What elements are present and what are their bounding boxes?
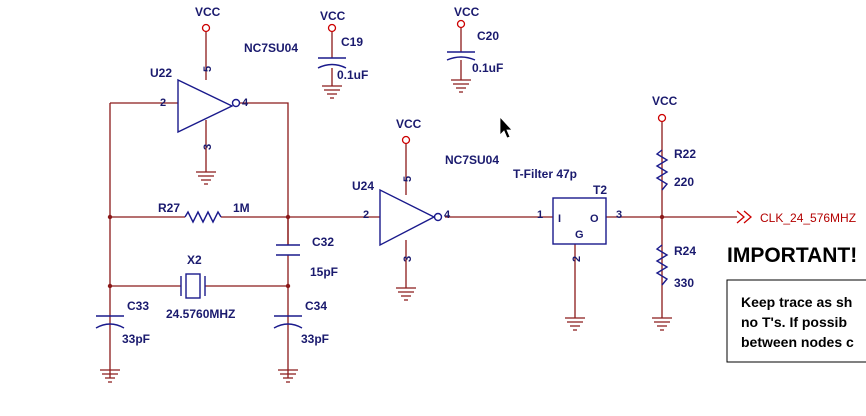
inverter-u22: [177, 78, 241, 134]
junction-dot: [107, 283, 113, 289]
u24-pin-in: 2: [363, 209, 369, 221]
junction-dot: [285, 283, 291, 289]
c34-value: 33pF: [301, 332, 329, 346]
c34-ref: C34: [305, 299, 327, 313]
capacitor-c34: [273, 315, 303, 329]
c32-ref: C32: [312, 235, 334, 249]
x2-ref: X2: [187, 253, 202, 267]
t2-pin2: 2: [571, 256, 583, 262]
crystal-x2: [180, 273, 206, 299]
ground-icon: [565, 317, 585, 331]
ground-icon: [278, 369, 298, 383]
t2-ref: T2: [593, 183, 607, 197]
note-line-2: no T's. If possib: [741, 314, 847, 330]
vcc-terminal: [401, 135, 411, 145]
vcc-label-c19: VCC: [320, 9, 346, 23]
net-clk-label: CLK_24_576MHZ: [760, 211, 856, 225]
r24-value: 330: [674, 276, 694, 290]
note-line-3: between nodes c: [741, 334, 854, 350]
vcc-label-u22: VCC: [195, 5, 221, 19]
u22-pin-in: 2: [160, 97, 166, 109]
x2-value: 24.5760MHZ: [166, 307, 235, 321]
r27-value: 1M: [233, 201, 250, 215]
u24-part: NC7SU04: [445, 153, 499, 167]
vcc-label-u24: VCC: [396, 117, 422, 131]
ground-icon: [652, 317, 672, 331]
ground-icon: [100, 369, 120, 383]
t2-label-out: O: [590, 213, 599, 225]
u22-part: NC7SU04: [244, 41, 298, 55]
c32-value: 15pF: [310, 265, 338, 279]
junctions: [107, 214, 665, 289]
c33-value: 33pF: [122, 332, 150, 346]
c19-value: 0.1uF: [337, 68, 368, 82]
junction-dot: [107, 214, 113, 220]
ground-symbols: [100, 79, 672, 383]
junction-dot: [285, 214, 291, 220]
r22-value: 220: [674, 175, 694, 189]
t2-label-in: I: [558, 213, 561, 225]
c20-ref: C20: [477, 29, 499, 43]
u24-pin-out: 4: [444, 209, 451, 221]
vcc-terminal: [657, 113, 667, 123]
u22-pin-vcc: 5: [202, 66, 214, 72]
resistor-r22: [655, 149, 669, 191]
resistor-r27: [184, 210, 222, 224]
capacitor-c19: [317, 57, 347, 69]
vcc-label-c20: VCC: [454, 5, 480, 19]
capacitor-c32: [276, 244, 300, 256]
r27-ref: R27: [158, 201, 180, 215]
u22-pin-out: 4: [242, 97, 249, 109]
capacitor-c33: [95, 315, 125, 329]
r24-ref: R24: [674, 244, 696, 258]
ground-icon: [196, 171, 216, 185]
capacitor-c20: [446, 51, 476, 61]
c20-value: 0.1uF: [472, 61, 503, 75]
u22-ref: U22: [150, 66, 172, 80]
mouse-cursor-icon: [499, 115, 513, 139]
c33-ref: C33: [127, 299, 149, 313]
wires: [109, 28, 737, 378]
note-box: [726, 279, 866, 363]
t2-pin1: 1: [537, 209, 543, 221]
vcc-label-r22: VCC: [652, 94, 678, 108]
t2-pin3: 3: [616, 209, 622, 221]
ground-icon: [322, 85, 342, 99]
t2-label-gnd: G: [575, 229, 584, 241]
junction-dot: [659, 214, 665, 220]
net-flag-icon: [736, 210, 752, 224]
important-heading: IMPORTANT!: [727, 244, 857, 267]
vcc-terminal: [327, 23, 337, 33]
u24-pin-vcc: 5: [402, 176, 414, 182]
resistor-r24: [655, 244, 669, 286]
t-filter-t2: [552, 197, 607, 245]
u24-pin-gnd: 3: [402, 256, 414, 262]
u24-ref: U24: [352, 179, 374, 193]
t2-title: T-Filter 47p: [513, 167, 577, 181]
vcc-terminal: [456, 19, 466, 29]
inverter-u24: [379, 188, 443, 247]
note-line-1: Keep trace as sh: [741, 294, 852, 310]
u22-pin-gnd: 3: [202, 144, 214, 150]
ground-icon: [396, 287, 416, 301]
vcc-terminal: [201, 23, 211, 33]
r22-ref: R22: [674, 147, 696, 161]
ground-icon: [451, 79, 471, 93]
vcc-symbols: [201, 19, 667, 145]
c19-ref: C19: [341, 35, 363, 49]
